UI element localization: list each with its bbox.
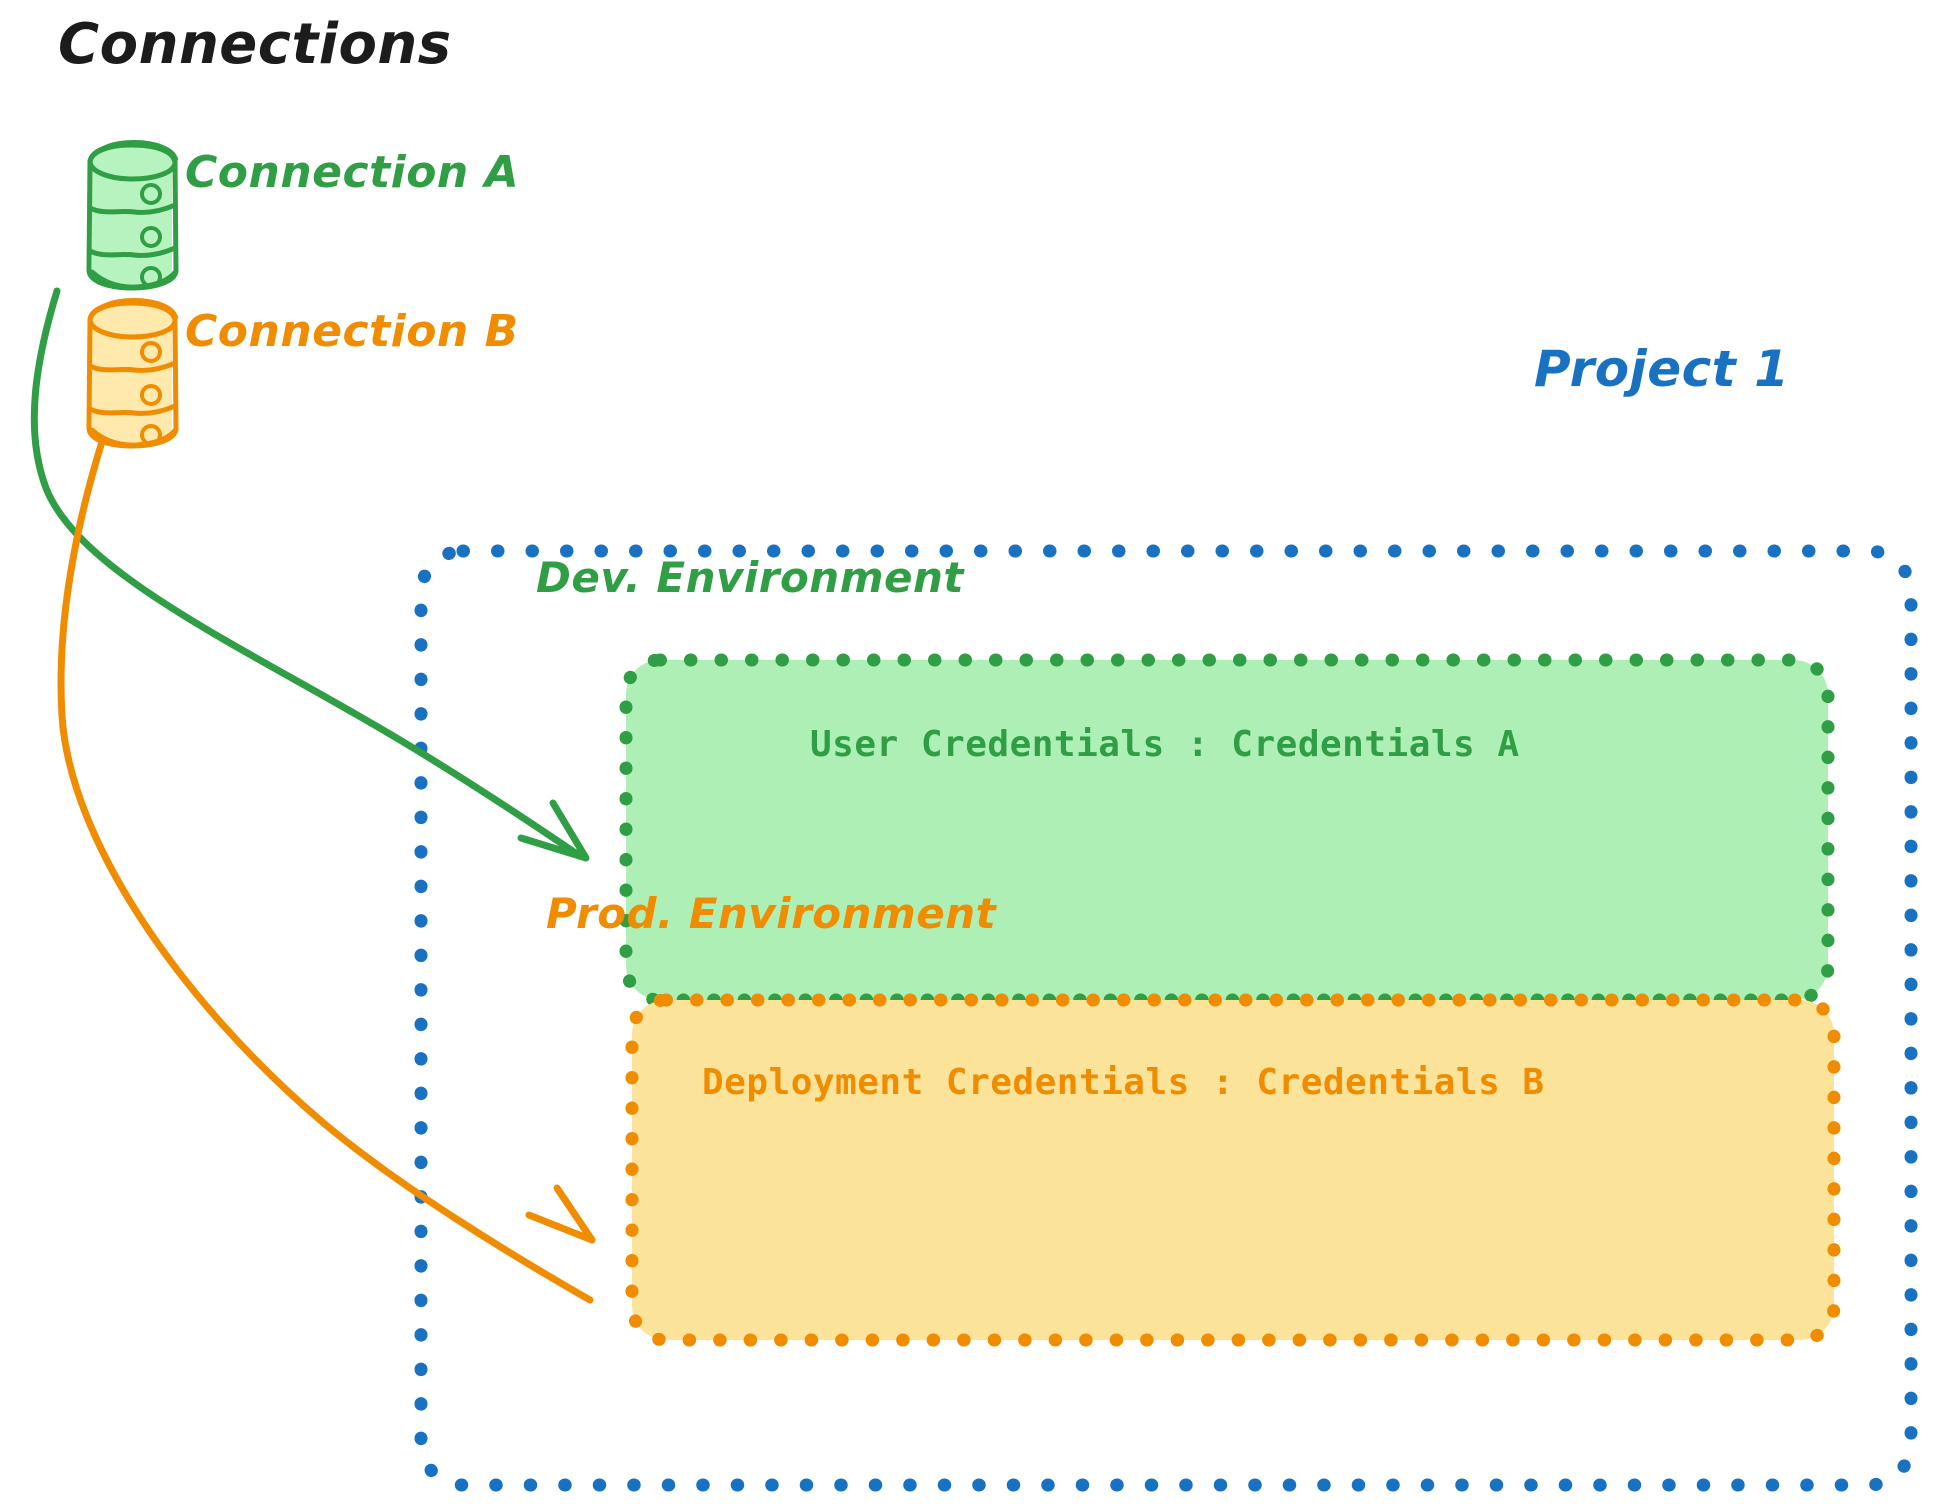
dev-environment-title: Dev. Environment	[536, 553, 964, 602]
connection-b-label: Connection B	[185, 306, 519, 357]
connection-a-database-icon[interactable]	[86, 139, 179, 291]
page-title: Connections	[58, 12, 452, 77]
prod-environment-title: Prod. Environment	[546, 889, 997, 938]
dev-environment-box[interactable]	[619, 653, 1835, 1007]
connection-a-label: Connection A	[185, 147, 520, 198]
prod-environment-credentials: Deployment Credentials : Credentials B	[702, 1062, 1545, 1103]
dev-environment-credentials: User Credentials : Credentials A	[810, 724, 1520, 765]
project-container-box[interactable]	[414, 544, 1918, 1492]
connection-b-database-icon[interactable]	[86, 297, 179, 449]
project-title-label: Project 1	[1534, 340, 1790, 398]
arrow-connection-a-to-dev	[30, 287, 590, 862]
arrow-connection-b-to-prod	[57, 441, 596, 1304]
prod-environment-box[interactable]	[625, 993, 1841, 1347]
